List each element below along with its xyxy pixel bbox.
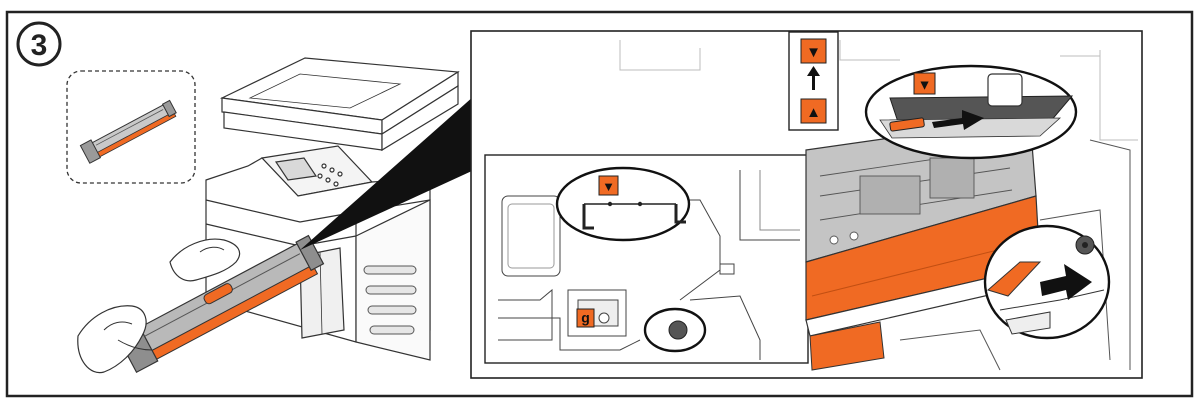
- screw-highlight-circle: [643, 307, 707, 353]
- down-marker-rail: [913, 72, 936, 95]
- down-marker-glyph: ▼: [806, 44, 821, 61]
- down-marker-icon: [800, 38, 827, 64]
- fuser-unit-inset: [66, 70, 196, 184]
- screw-icon: [668, 320, 688, 340]
- rail-drawing: ▼: [879, 72, 1074, 139]
- screw-push-drawing: [986, 235, 1105, 335]
- upper-hand: [169, 238, 241, 282]
- marker-g-label: g: [581, 310, 590, 326]
- step-badge-circle: [16, 21, 62, 67]
- down-marker-rail-glyph: ▼: [918, 77, 932, 93]
- step-number: 3: [31, 29, 48, 62]
- push-arrow-icon: [932, 110, 984, 130]
- detail-panel: g ▼ ▼ ▲: [470, 30, 1143, 379]
- step-badge: 3: [16, 21, 62, 67]
- up-marker-glyph: ▲: [806, 104, 821, 121]
- up-arrow-icon: [807, 66, 820, 90]
- open-side-door: [355, 199, 431, 361]
- down-marker-inner: [598, 175, 619, 196]
- marker-g-box: [576, 308, 595, 328]
- fuser-unit-icon: [79, 99, 177, 164]
- callout-wedge: [300, 96, 474, 250]
- bracket-drawing: [582, 201, 686, 230]
- push-arrow-right-icon: [1040, 264, 1092, 300]
- fuser-install-drawing: [805, 117, 1131, 371]
- fuser-removal-drawing: [77, 234, 325, 374]
- down-marker-inner-glyph: ▼: [602, 179, 615, 194]
- up-marker-icon: [800, 98, 827, 124]
